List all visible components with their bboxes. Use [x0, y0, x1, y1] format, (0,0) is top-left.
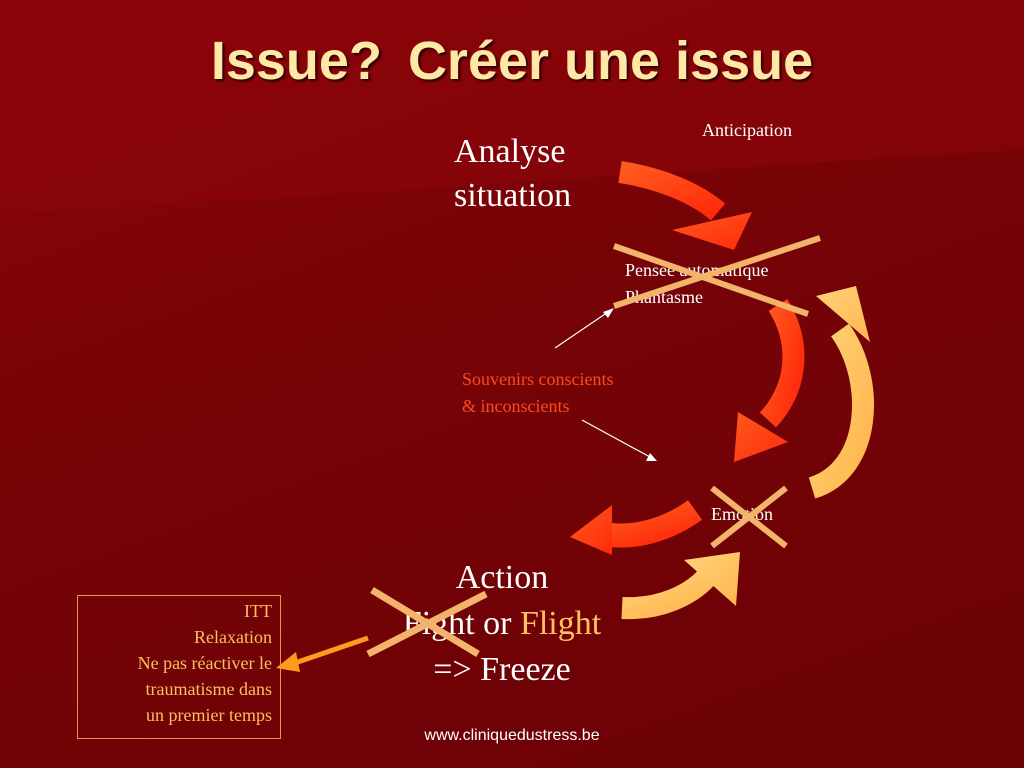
orange-arrow-icon — [276, 635, 369, 672]
node-analyse-line-1: Analyse — [454, 133, 566, 170]
node-action: Action Fight or Flight => Freeze — [380, 555, 624, 693]
node-pensee-automatique: Pensée automatique Phantasme — [625, 257, 768, 311]
node-emotion: Emotion — [711, 504, 773, 524]
itt-line-3: Ne pas réactiver le — [137, 653, 272, 673]
action-flight: Flight — [519, 605, 602, 642]
curved-arrow-red-icon — [734, 299, 805, 462]
action-fight: Fight — [402, 605, 475, 642]
node-action-line-2: Fight or Flight — [380, 601, 624, 647]
title-question: Issue? — [210, 31, 382, 91]
curved-arrow-red-icon — [618, 161, 752, 250]
itt-line-4: traumatisme dans — [145, 679, 272, 699]
node-action-line-3: => Freeze — [433, 651, 571, 688]
itt-line-2: Relaxation — [194, 627, 272, 647]
node-pensee-line-1: Pensée automatique — [625, 260, 769, 280]
itt-box: ITT Relaxation Ne pas réactiver le traum… — [77, 595, 281, 739]
title-answer: Créer une issue — [407, 31, 814, 91]
slide-title: Issue? Créer une issue — [0, 30, 1024, 92]
node-anticipation: Anticipation — [702, 120, 792, 140]
node-analyse-line-2: situation — [454, 177, 572, 214]
node-souvenirs: Souvenirs conscients & inconscients — [462, 366, 613, 420]
itt-line-1: ITT — [244, 601, 272, 621]
curved-arrow-red-icon — [570, 500, 703, 555]
itt-line-5: un premier temps — [146, 705, 272, 725]
thin-arrow-icon — [554, 308, 614, 349]
node-souvenirs-line-2: & inconscients — [462, 396, 570, 416]
action-or: or — [483, 605, 512, 642]
node-analyse-situation: Analyse situation — [454, 130, 571, 218]
curved-arrow-light-icon — [808, 286, 874, 499]
thin-arrow-icon — [581, 419, 657, 461]
curved-arrow-light-icon — [621, 552, 740, 620]
node-pensee-line-2: Phantasme — [625, 287, 703, 307]
node-action-line-1: Action — [455, 559, 549, 596]
footer-website: www.cliniquedustress.be — [424, 727, 600, 744]
node-souvenirs-line-1: Souvenirs conscients — [462, 369, 614, 389]
